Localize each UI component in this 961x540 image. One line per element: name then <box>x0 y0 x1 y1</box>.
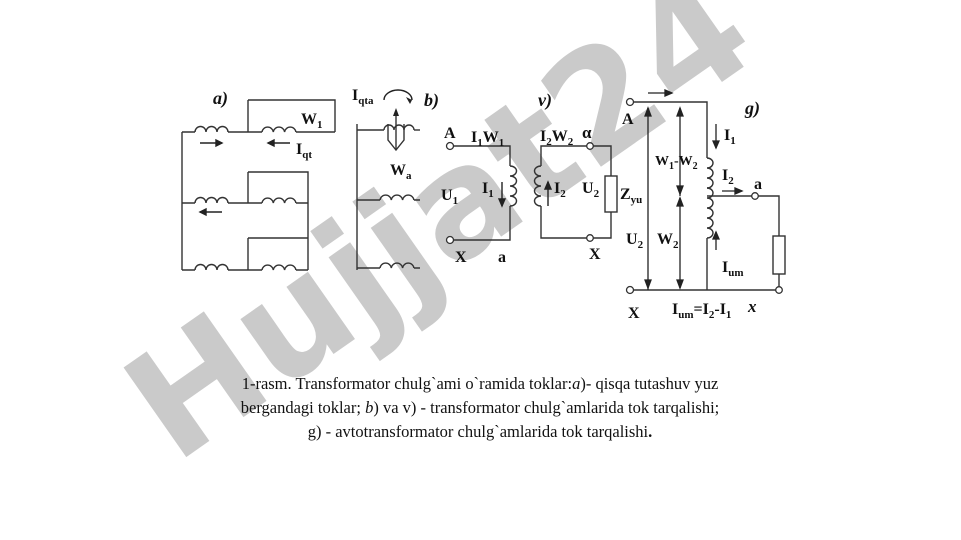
arrows-g <box>644 89 744 290</box>
terminal-A <box>445 141 455 151</box>
label-A-g: A <box>622 111 634 128</box>
label-i1-v: I1 <box>482 180 494 200</box>
label-g: g) <box>744 98 760 119</box>
diagram-g: g) A I1 W1-W2 I2 a U2 W2 Ium X x <box>622 89 786 322</box>
current-arrows-v <box>497 180 553 208</box>
coil-w1w2-g <box>706 157 714 189</box>
terminal-X <box>445 235 455 245</box>
terminal-X-g <box>625 285 635 295</box>
label-w1w2-g: W1-W2 <box>655 154 698 172</box>
label-a-g: a <box>754 176 762 193</box>
label-i1-g: I1 <box>724 127 736 147</box>
label-X2-v: X <box>589 246 601 263</box>
label-i2-g: I2 <box>722 167 734 187</box>
label-ium-equation: Ium=I2-I1 <box>672 301 731 321</box>
label-u2-v: U2 <box>582 180 600 200</box>
coil-a2 <box>194 196 229 204</box>
label-iqt: Iqt <box>296 141 312 161</box>
label-v: v) <box>538 90 552 111</box>
coil-a1 <box>194 125 229 133</box>
label-i1w1: I1W1 <box>471 129 504 149</box>
coil-a5 <box>261 264 297 271</box>
label-u1: U1 <box>441 187 458 207</box>
label-i2-v: I2 <box>554 180 566 200</box>
circular-arrow-icon <box>383 89 413 101</box>
coil-b2 <box>379 194 415 201</box>
diagram-b: Iqta b) Wa <box>352 87 439 270</box>
label-a: a) <box>213 88 228 109</box>
coil-w1 <box>261 126 297 133</box>
caption-line-3: g) - avtotransformator chulg`amlarida to… <box>307 422 653 441</box>
label-i2w2: I2W2 <box>540 128 574 148</box>
load-g <box>772 235 786 275</box>
diagram-a: a) W1 Iqt <box>181 88 336 271</box>
coil-b3 <box>379 262 415 269</box>
label-alpha: α <box>582 123 592 142</box>
current-arrows-a <box>198 138 290 217</box>
label-X-g: X <box>628 305 640 322</box>
coil-a3 <box>261 197 297 204</box>
load-zyu <box>604 175 618 213</box>
coil-w2-g <box>706 187 714 239</box>
label-w2-g: W2 <box>657 231 679 251</box>
label-zyu: Zyu <box>620 186 642 206</box>
coil-w2-v <box>533 165 542 207</box>
coil-w1-v <box>509 165 518 207</box>
label-a-v: a <box>498 249 506 266</box>
diagram-v: v) A I1W1 I2W2 α U1 I1 I2 U2 Zyu X a X <box>441 90 642 266</box>
label-w1: W1 <box>301 111 323 131</box>
label-iqta: Iqta <box>352 87 374 107</box>
label-ium: Ium <box>722 259 744 279</box>
caption-line-2: bergandagi toklar; b) va v) - transforma… <box>240 398 720 417</box>
caption-line-1: 1-rasm. Transformator chulg`ami o`ramida… <box>241 374 719 393</box>
label-x-g: x <box>747 297 757 316</box>
label-A-v: A <box>444 125 456 142</box>
coil-a4 <box>194 263 229 271</box>
label-wa: Wa <box>390 162 412 182</box>
label-u2-g: U2 <box>626 231 644 251</box>
figure-caption: 1-rasm. Transformator chulg`ami o`ramida… <box>150 372 810 444</box>
coil-wa <box>383 124 415 131</box>
label-X-v: X <box>455 249 467 266</box>
terminal-A-g <box>625 97 635 107</box>
label-b: b) <box>424 90 439 111</box>
